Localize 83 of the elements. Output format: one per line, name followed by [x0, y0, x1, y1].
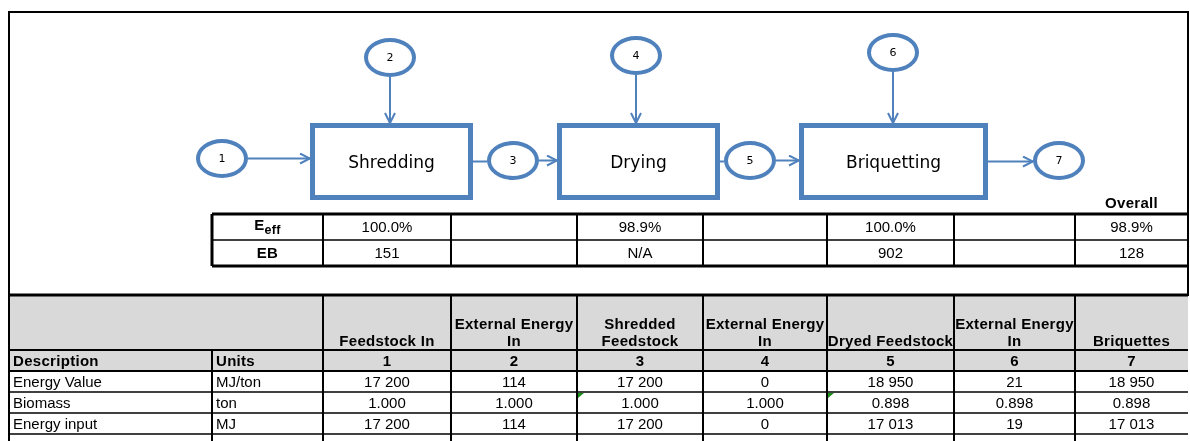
- stream-circle: [867, 33, 919, 72]
- column-header: External Energy In: [453, 314, 575, 349]
- stream-number: 5: [746, 154, 754, 167]
- value-text: 0.898: [1112, 393, 1151, 412]
- value-text: 128: [1119, 244, 1144, 262]
- value-text: 19: [1006, 414, 1023, 433]
- column-header: Description: [13, 351, 99, 370]
- row-label: E$_{eff}$: [254, 216, 281, 238]
- value-text: 17 200: [364, 372, 410, 391]
- process-label: Drying: [610, 151, 667, 172]
- stream-number: 5: [886, 351, 895, 370]
- value-text: 18 950: [1108, 372, 1155, 391]
- value-text: 114: [502, 414, 526, 433]
- value-text: 17 200: [617, 372, 663, 391]
- value-text: 151: [374, 244, 400, 262]
- stream-number: 3: [509, 154, 517, 167]
- value-text: 98.9%: [1110, 218, 1153, 236]
- stream-circle: [196, 139, 248, 178]
- value-text: 18 950: [867, 372, 914, 391]
- stream-number: 2: [386, 51, 394, 64]
- column-header: Briquettes: [1092, 331, 1171, 349]
- stream-number: 1: [218, 152, 226, 165]
- value-text: 0.898: [871, 393, 910, 412]
- value-text: 1.000: [495, 393, 533, 412]
- process-box: [310, 123, 473, 200]
- process-label: Shredding: [348, 151, 435, 172]
- value-text: 0.898: [995, 393, 1034, 412]
- stream-circle: [364, 38, 416, 77]
- unit-text: MJ: [216, 414, 236, 433]
- column-header: Units: [216, 351, 255, 370]
- process-label: Briquetting: [846, 151, 941, 172]
- stream-number: 6: [1010, 351, 1019, 370]
- stream-number: 7: [1055, 154, 1063, 167]
- stream-number: 7: [1127, 351, 1136, 370]
- arrow: [887, 71, 899, 124]
- value-text: 98.9%: [618, 218, 662, 236]
- value-text: 17 200: [617, 414, 663, 433]
- column-header: Dryed Feedstock: [827, 331, 954, 349]
- stream-number: 6: [889, 46, 897, 59]
- row-label: Energy Value: [13, 372, 102, 391]
- column-header: Shredded Feedstock: [600, 314, 680, 349]
- stream-number: 3: [635, 351, 645, 370]
- row-label: Biomass: [13, 393, 71, 412]
- arrow: [538, 154, 558, 167]
- column-header: External Energy In: [704, 314, 826, 349]
- process-box: [799, 123, 988, 200]
- value-text: 100.0%: [361, 218, 413, 236]
- stream-number: 4: [632, 49, 640, 62]
- stream-number: 4: [760, 351, 770, 370]
- arrow: [987, 155, 1034, 168]
- value-text: 0: [760, 414, 770, 433]
- value-text: N/A: [627, 244, 653, 262]
- column-header: External Energy In: [954, 314, 1075, 349]
- value-text: 1.000: [621, 393, 659, 412]
- column-header: Feedstock In: [339, 331, 435, 349]
- value-text: 21: [1006, 372, 1023, 391]
- stream-circle: [1033, 141, 1085, 180]
- stream-circle: [724, 141, 776, 180]
- arrow: [630, 74, 642, 124]
- value-text: 17 013: [1108, 414, 1155, 433]
- arrow: [384, 76, 396, 124]
- stream-circle: [487, 141, 539, 180]
- row-label: Energy input: [13, 414, 98, 433]
- row-label: EB: [256, 244, 279, 262]
- value-text: 0: [760, 372, 770, 391]
- connector-line: [472, 160, 488, 163]
- stream-number: 1: [382, 351, 392, 370]
- stream-circle: [610, 36, 662, 75]
- column-header: Overall: [1105, 194, 1158, 212]
- value-text: 902: [878, 244, 903, 262]
- unit-text: MJ/ton: [216, 372, 261, 391]
- unit-text: ton: [216, 393, 237, 412]
- value-text: 17 013: [867, 414, 914, 433]
- value-text: 1.000: [368, 393, 406, 412]
- arrow: [247, 152, 311, 165]
- stream-number: 2: [509, 351, 519, 370]
- value-text: 100.0%: [865, 218, 916, 236]
- connector-line: [719, 160, 725, 163]
- value-text: 1.000: [746, 393, 784, 412]
- process-box: [557, 123, 720, 200]
- value-text: 17 200: [364, 414, 410, 433]
- arrow: [775, 154, 800, 167]
- value-text: 114: [502, 372, 526, 391]
